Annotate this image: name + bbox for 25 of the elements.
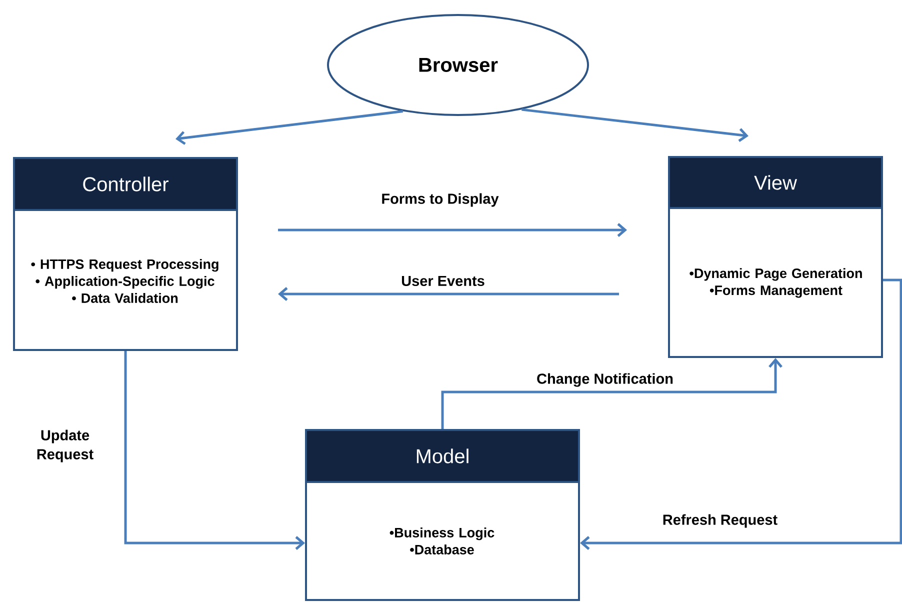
edge-label: Change Notification [537,373,673,387]
list-item: •Database [410,544,474,554]
list-item: • Data Validation [72,293,178,303]
arrow [176,110,404,145]
arrow [580,278,902,550]
arrow [441,358,782,429]
arrow [522,108,748,142]
component-box [305,429,580,601]
box-header: Controller [83,176,168,192]
box-header: View [754,175,798,190]
arrow [124,351,305,550]
list-item: • HTTPS Request Processing [31,259,218,272]
edge-label: User Events [402,276,484,286]
component-box [13,157,238,351]
edge-label: Refresh Request [663,514,778,528]
list-item: •Business Logic [390,528,494,540]
list-item: •Dynamic Page Generation [690,268,862,281]
edge-label: Update Request [37,430,94,462]
list-item: •Forms Management [710,286,842,298]
box-header: Model [416,448,468,464]
list-item: • Application-Specific Logic [36,276,214,289]
arrow [278,223,627,237]
arrow [278,287,619,301]
component-box [668,156,883,358]
edge-label: Forms to Display [382,193,499,207]
